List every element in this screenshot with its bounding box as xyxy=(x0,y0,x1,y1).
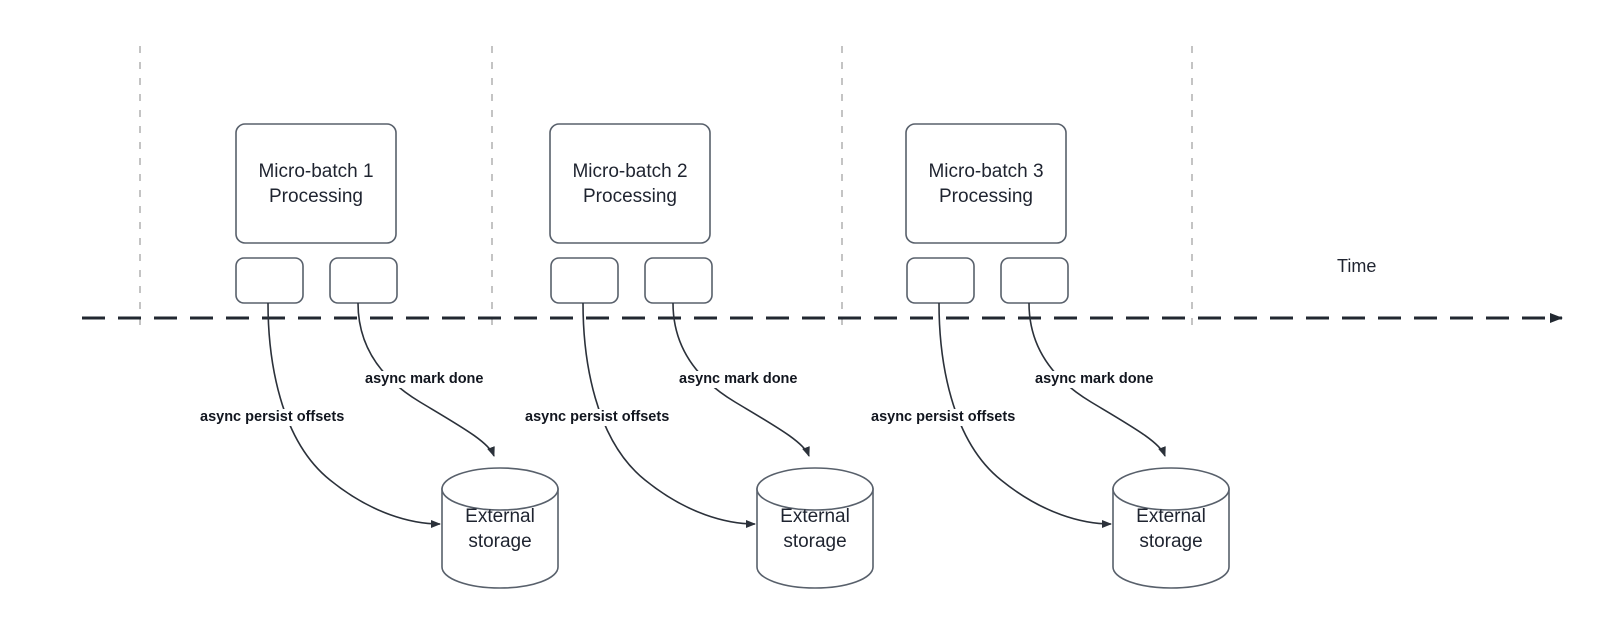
micro-batch-2-markdone-label: async mark done xyxy=(678,371,799,388)
micro-batch-2-group xyxy=(549,123,874,589)
micro-batch-1-box xyxy=(235,123,397,244)
micro-batch-3-markdone-label: async mark done xyxy=(1034,371,1155,388)
micro-batch-2-task-box-1 xyxy=(550,257,619,304)
micro-batch-1-task-box-1 xyxy=(235,257,304,304)
micro-batch-2-task-box-2 xyxy=(644,257,713,304)
micro-batch-3-persist-label: async persist offsets xyxy=(870,409,1017,426)
micro-batch-2-persist-edge xyxy=(582,302,756,528)
micro-batch-3-task-box-2 xyxy=(1000,257,1069,304)
micro-batch-1-task-box-2 xyxy=(329,257,398,304)
micro-batch-1-external-storage xyxy=(441,467,559,589)
micro-batch-3-box xyxy=(905,123,1067,244)
micro-batch-1-markdone-edge xyxy=(357,302,495,457)
micro-batch-3-external-storage xyxy=(1112,467,1230,589)
micro-batch-1-markdone-label: async mark done xyxy=(364,371,485,388)
micro-batch-2-external-storage xyxy=(756,467,874,589)
time-axis-label: Time xyxy=(1337,256,1377,276)
micro-batch-2-box xyxy=(549,123,711,244)
micro-batch-3-group xyxy=(905,123,1230,589)
micro-batch-3-task-box-1 xyxy=(906,257,975,304)
micro-batch-2-markdone-edge xyxy=(672,302,810,457)
micro-batch-1-persist-edge xyxy=(267,302,441,528)
micro-batch-2-persist-label: async persist offsets xyxy=(524,409,671,426)
micro-batch-3-persist-edge xyxy=(938,302,1112,528)
micro-batch-1-group xyxy=(235,123,559,589)
micro-batch-1-persist-label: async persist offsets xyxy=(199,409,346,426)
micro-batch-3-markdone-edge xyxy=(1028,302,1166,457)
